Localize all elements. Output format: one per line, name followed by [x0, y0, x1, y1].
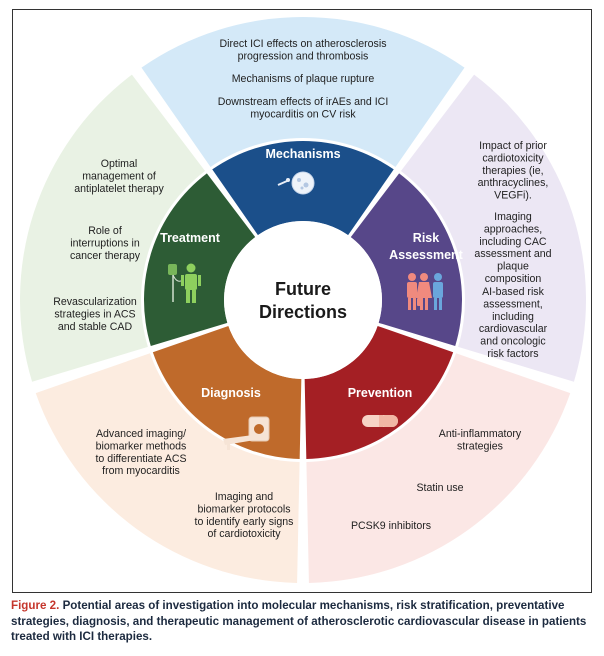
- risk-item-2-line-1: Imaging: [494, 211, 532, 223]
- treatment-item-1-line-1: Optimal: [101, 158, 138, 170]
- center-title-line2: Directions: [259, 302, 347, 322]
- treatment-item-1-line-2: management of: [82, 170, 156, 182]
- scanner-icon: [223, 416, 270, 450]
- figure-caption: Figure 2. Potential areas of investigati…: [11, 598, 595, 645]
- mechanisms-item-2-line-1: Mechanisms of plaque rupture: [232, 73, 375, 85]
- diagnosis-item-2-line-1: Imaging and: [215, 491, 273, 503]
- prevention-item-2-line-1: Statin use: [416, 482, 463, 494]
- diagnosis-item-1-line-4: from myocarditis: [102, 465, 180, 477]
- mechanisms-title: Mechanisms: [265, 147, 340, 161]
- treatment-item-1-line-3: antiplatelet therapy: [74, 183, 164, 195]
- center-circle: [224, 221, 382, 379]
- mechanisms-item-3-line-2: myocarditis on CV risk: [250, 108, 356, 120]
- mechanisms-item-3-line-1: Downstream effects of irAEs and ICI: [218, 96, 389, 108]
- treatment-item-2-line-2: interruptions in: [70, 237, 140, 249]
- outer-segment-treatment: [20, 74, 206, 382]
- outer-segment-diagnosis: [35, 353, 300, 583]
- prevention-item-1-line-1: Anti-inflammatory: [439, 428, 522, 440]
- mechanisms-item-1-line-1: Direct ICI effects on atherosclerosis: [219, 38, 386, 50]
- risk-title-line2: Assessment: [389, 248, 463, 262]
- cell-icon: [277, 171, 315, 195]
- outer-segment-prevention: [306, 353, 571, 583]
- segment-treatment: [144, 173, 256, 346]
- caption-label: Figure 2.: [11, 599, 60, 612]
- risk-item-2-line-6: composition: [485, 273, 542, 285]
- caption-text: Potential areas of investigation into mo…: [11, 599, 587, 643]
- risk-item-3-line-5: and oncologic: [480, 336, 546, 348]
- diagnosis-item-2-line-4: of cardiotoxicity: [207, 528, 281, 540]
- family-icon: [407, 273, 443, 310]
- outer-segment-risk: [400, 74, 586, 382]
- treatment-item-3-line-1: Revascularization: [53, 296, 137, 308]
- iv-patient-icon: [168, 263, 201, 303]
- prevention-item-1-line-2: strategies: [457, 440, 503, 452]
- risk-item-2-line-5: plaque: [497, 261, 529, 273]
- future-directions-diagram: Future Directions Mechanisms Risk Assess…: [20, 17, 586, 583]
- treatment-item-3-line-3: and stable CAD: [58, 321, 133, 333]
- diagnosis-item-2-line-2: biomarker protocols: [197, 503, 290, 515]
- treatment-item-2-line-1: Role of: [88, 225, 122, 237]
- diagnosis-title: Diagnosis: [201, 386, 261, 400]
- prevention-item-3-line-1: PCSK9 inhibitors: [351, 520, 431, 532]
- segment-prevention: [304, 325, 454, 459]
- pill-icon: [362, 415, 398, 427]
- risk-item-1-line-4: anthracyclines,: [478, 177, 549, 189]
- treatment-title: Treatment: [160, 231, 221, 245]
- risk-item-3-line-3: including: [492, 311, 534, 323]
- risk-item-2-line-2: approaches,: [484, 223, 542, 235]
- risk-item-3-line-6: risk factors: [487, 348, 538, 360]
- center-title-line1: Future: [275, 279, 331, 299]
- diagnosis-item-1-line-3: to differentiate ACS: [95, 453, 186, 465]
- treatment-item-2-line-3: cancer therapy: [70, 250, 141, 262]
- risk-item-1-line-1: Impact of prior: [479, 140, 547, 152]
- diagnosis-item-2-line-3: to identify early signs: [195, 516, 294, 528]
- figure-frame: Future Directions Mechanisms Risk Assess…: [12, 9, 592, 593]
- risk-item-2-line-4: assessment and: [474, 248, 551, 260]
- mechanisms-items: Direct ICI effects on atherosclerosispro…: [218, 38, 389, 120]
- risk-item-3-line-2: assessment,: [483, 298, 542, 310]
- mechanisms-item-1-line-2: progression and thrombosis: [238, 50, 369, 62]
- diagnosis-item-1-line-2: biomarker methods: [96, 440, 187, 452]
- risk-title-line1: Risk: [413, 231, 439, 245]
- risk-item-3-line-4: cardiovascular: [479, 323, 548, 335]
- risk-item-1-line-3: therapies (ie,: [482, 165, 543, 177]
- treatment-item-3-line-2: strategies in ACS: [54, 308, 135, 320]
- prevention-title: Prevention: [348, 386, 413, 400]
- risk-item-2-line-3: including CAC: [479, 236, 546, 248]
- risk-item-3-line-1: AI-based risk: [482, 286, 545, 298]
- outer-segment-mechanisms: [141, 17, 465, 167]
- risk-item-1-line-2: cardiotoxicity: [482, 152, 544, 164]
- risk-item-1-line-5: VEGFi).: [494, 190, 532, 202]
- diagnosis-item-1-line-1: Advanced imaging/: [96, 428, 186, 440]
